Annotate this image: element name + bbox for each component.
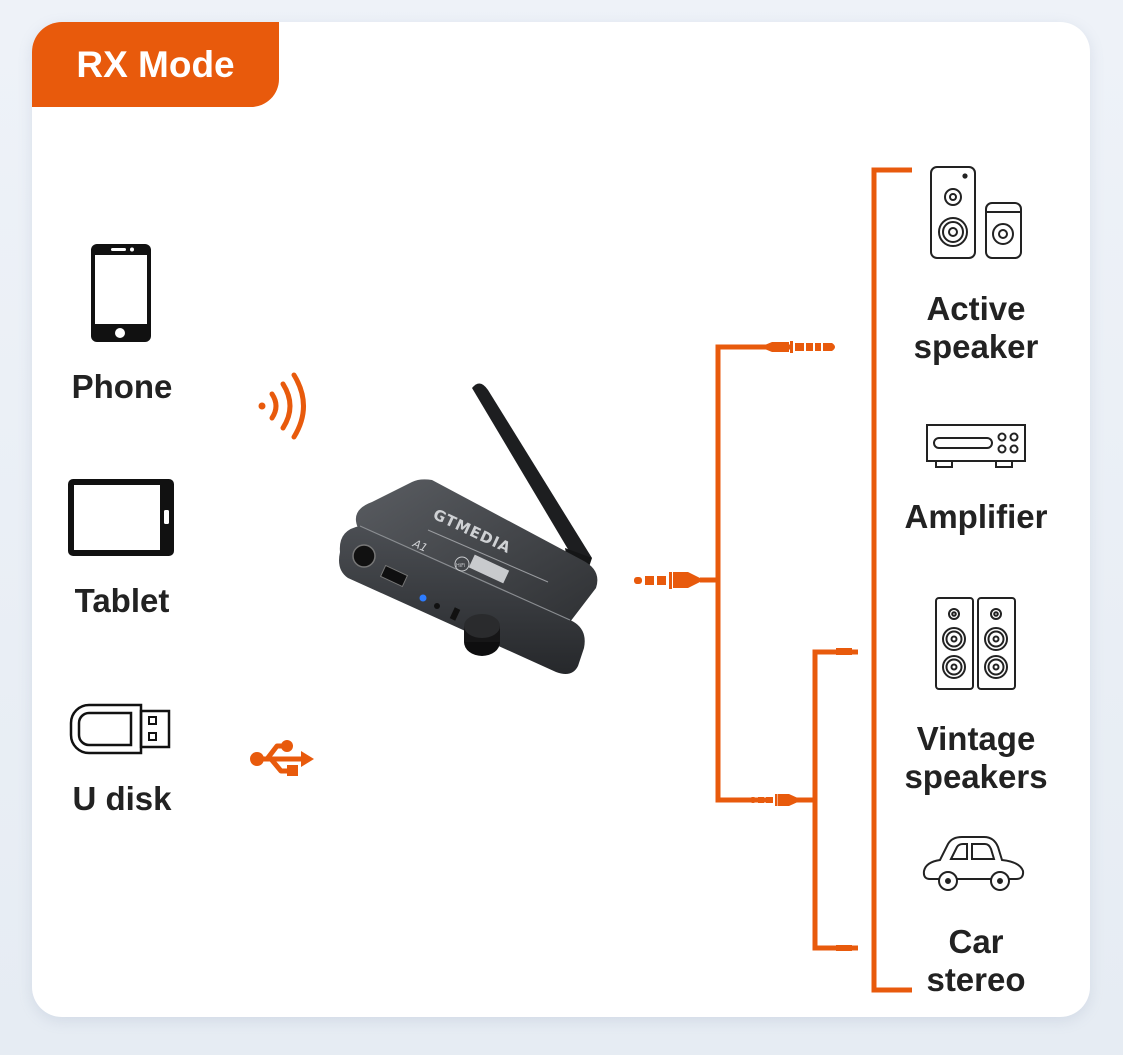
- source-label-tablet: Tablet: [74, 582, 170, 619]
- device-hifi-badge: HiFi: [456, 563, 465, 569]
- car-icon: [922, 836, 1025, 891]
- aux-plug-top: [760, 341, 835, 353]
- output-bracket: [871, 167, 912, 993]
- bluetooth-wireless-icon: [258, 372, 306, 440]
- mode-title-tab: RX Mode: [32, 22, 279, 107]
- splitter-main: [715, 344, 790, 803]
- output-label-active-speaker: Active speaker: [913, 290, 1039, 365]
- bluetooth-receiver-device: GTMEDIA A1 HiFi: [339, 383, 598, 674]
- mini-plug-upper: [836, 648, 852, 655]
- headphone-jack: [352, 544, 376, 568]
- aux-plug-bottom: [750, 794, 800, 806]
- volume-knob: [464, 614, 500, 656]
- active-speaker-icon: [930, 166, 1022, 259]
- amplifier-icon: [926, 424, 1026, 468]
- mini-plug-lower: [836, 945, 852, 951]
- device-model: A1: [410, 537, 430, 555]
- mode-title: RX Mode: [76, 43, 235, 85]
- splitter-secondary: [812, 649, 858, 951]
- vintage-speakers-icon: [935, 597, 1016, 690]
- status-led: [419, 594, 427, 602]
- source-label-phone: Phone: [71, 368, 173, 405]
- usb-symbol-icon: [250, 740, 314, 776]
- output-label-car-stereo: Car stereo: [926, 923, 1026, 998]
- tablet-icon: [68, 479, 174, 556]
- output-label-amplifier: Amplifier: [904, 498, 1048, 535]
- usb-port: [379, 564, 409, 588]
- smartphone-icon: [91, 244, 151, 342]
- aux-plug-input: [634, 572, 700, 589]
- source-label-udisk: U disk: [72, 780, 172, 817]
- usb-drive-icon: [69, 703, 171, 755]
- output-label-vintage-speakers: Vintage speakers: [904, 720, 1048, 795]
